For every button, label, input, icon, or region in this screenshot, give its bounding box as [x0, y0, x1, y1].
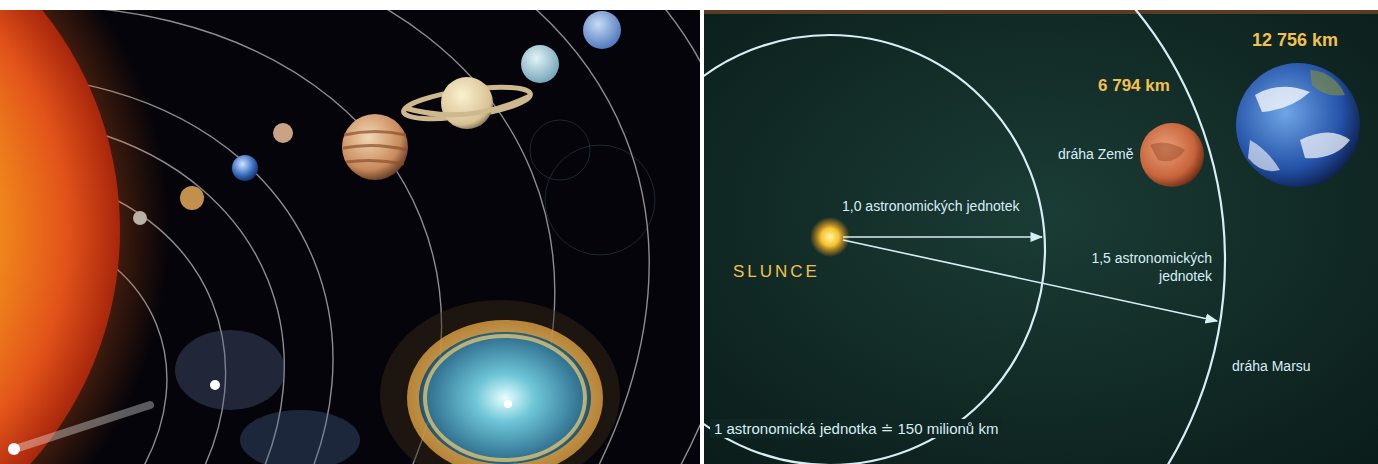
orbit-lines	[0, 10, 700, 464]
planets	[133, 11, 621, 225]
panel-ground	[704, 10, 1378, 464]
mars-planet	[1140, 123, 1204, 187]
distance-label: 1,5 astronomických jednotek	[1066, 250, 1212, 285]
earth-orbit	[704, 35, 1045, 464]
mars-orbit	[704, 10, 1225, 464]
comet	[8, 405, 150, 455]
earth-planet	[1236, 63, 1360, 187]
scale-note: 1 astronomická jednotka ≐ 150 milionů km	[710, 419, 1002, 438]
orbit-label: dráha Země	[1058, 146, 1133, 162]
diameter-label: 12 756 km	[1252, 30, 1338, 51]
distance-label: 1,0 astronomických jednotek	[842, 198, 1019, 214]
diameter-label: 6 794 km	[1098, 76, 1170, 96]
panel-frame	[704, 10, 1378, 14]
solar-system-art	[0, 10, 700, 464]
sun-glow	[0, 10, 170, 464]
sun	[0, 10, 120, 464]
distance-arrow	[843, 236, 1042, 238]
orbit-label: dráha Marsu	[1232, 358, 1311, 374]
nebula	[175, 300, 620, 464]
distance-diagram-art	[704, 10, 1378, 464]
lens-flare	[530, 120, 655, 255]
distance-arrow	[843, 240, 1217, 321]
sun-label: SLUNCE	[733, 262, 820, 282]
